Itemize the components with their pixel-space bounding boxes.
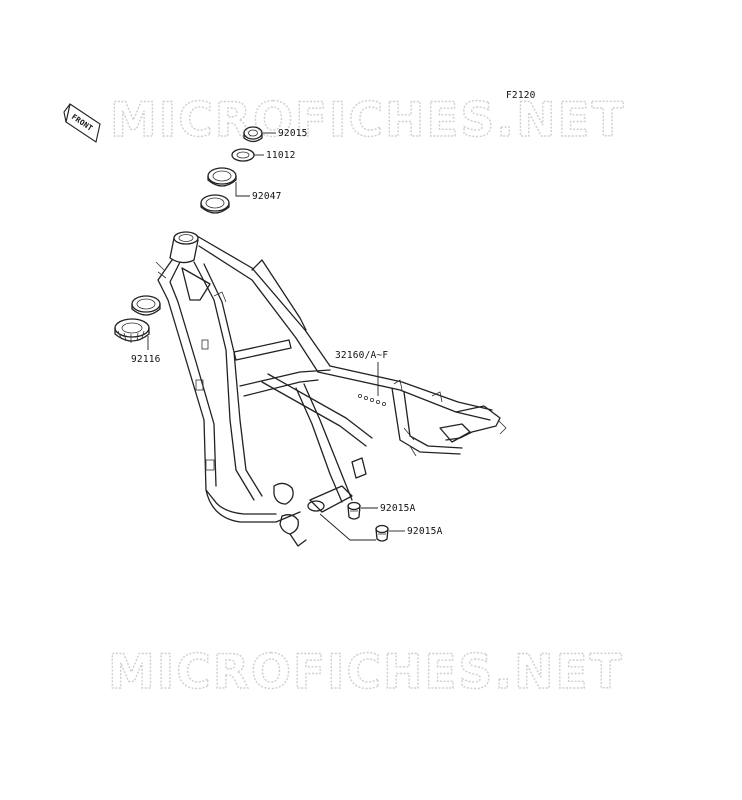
part-bearing-92047 [200,167,237,214]
part-nut-92015 [243,126,263,143]
callout-92015A-upper: 92015A [380,503,416,514]
callout-11012: 11012 [266,150,296,161]
callout-32160: 32160/A~F [335,350,388,361]
leader-92047 [235,182,250,197]
part-bearing-92116 [114,295,161,343]
callout-92015: 92015 [278,128,308,139]
front-arrow-icon: FRONT [63,103,101,143]
part-plug-92015A-upper [347,501,361,520]
part-frame-32160 [155,231,507,547]
watermark-top: MICROFICHES.NET [110,93,626,148]
callout-92015A-lower: 92015A [407,526,443,537]
part-plug-92015A-lower [375,524,389,542]
watermark-bottom: MICROFICHES.NET [108,645,624,700]
callout-92116: 92116 [131,354,161,365]
figure-code: F2120 [506,90,536,101]
leader-92015A-lower-ref [319,513,376,541]
part-washer-11012 [231,148,255,162]
callout-92047: 92047 [252,191,282,202]
